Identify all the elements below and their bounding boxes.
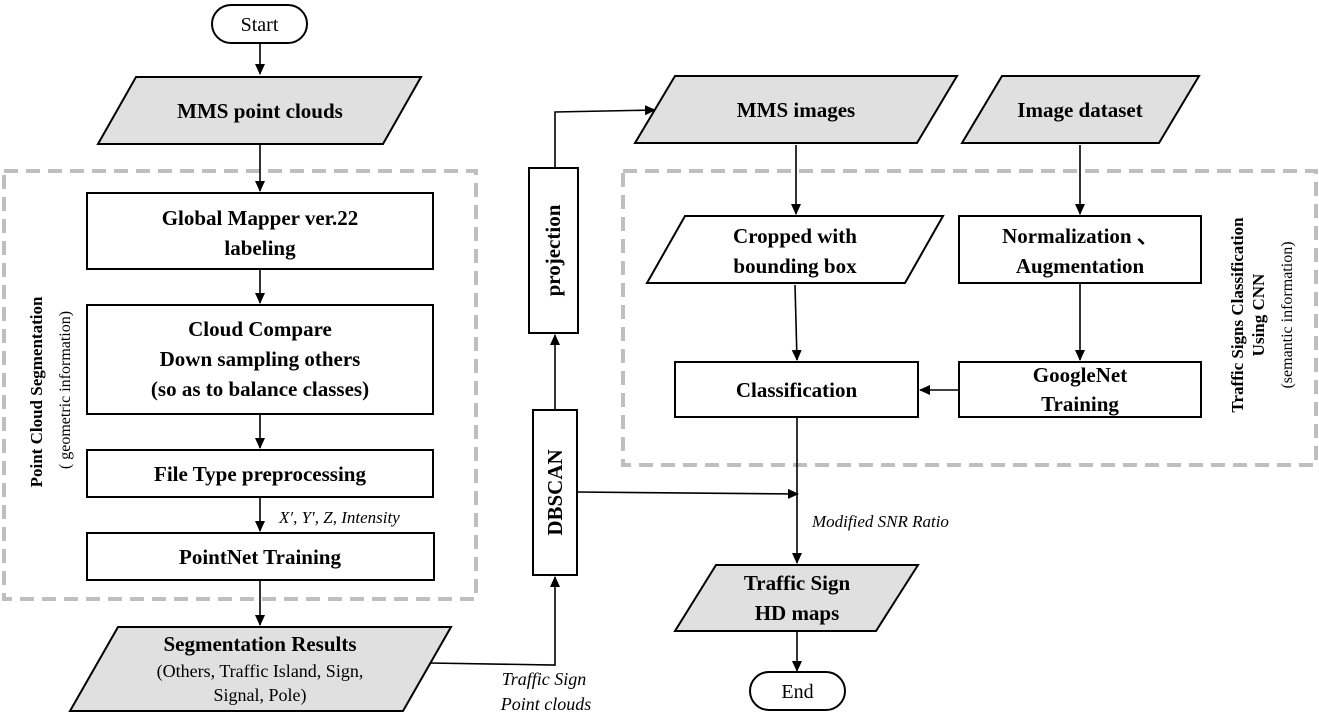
normalization-line2: Augmentation — [1016, 254, 1145, 278]
segmentation-results-line1: (Others, Traffic Island, Sign, — [157, 661, 364, 682]
image-dataset-label: Image dataset — [1017, 98, 1142, 122]
dbscan-node: DBSCAN — [532, 409, 578, 576]
mms-images-label: MMS images — [737, 98, 855, 122]
right-group-title-line1: Traffic Signs Classification — [1228, 217, 1247, 413]
global-mapper-node: Global Mapper ver.22 labeling — [86, 192, 434, 270]
dbscan-label: DBSCAN — [543, 449, 567, 535]
segmentation-results-line2: Signal, Pole) — [214, 685, 307, 706]
segmentation-results-node: Segmentation Results (Others, Traffic Is… — [68, 626, 453, 712]
normalization-node: Normalization 、 Augmentation — [958, 215, 1202, 284]
features-edge-label: X′, Y′, Z, Intensity — [278, 508, 400, 527]
right-group-subtitle: (semantic information) — [1279, 241, 1296, 388]
projection-label: projection — [541, 204, 565, 296]
global-mapper-line2: labeling — [224, 236, 296, 260]
googlenet-line1: GoogleNet — [1033, 363, 1127, 387]
cloud-compare-node: Cloud Compare Down sampling others (so a… — [86, 304, 434, 415]
traffic-sign-points-label-line1: Traffic Sign — [502, 669, 587, 689]
right-group-title-line2: Using CNN — [1249, 273, 1268, 356]
traffic-sign-hd-line1: Traffic Sign — [744, 571, 851, 595]
end-label: End — [781, 681, 813, 703]
point-cloud-segmentation-group — [2, 169, 478, 601]
file-type-label: File Type preprocessing — [154, 462, 366, 486]
edge-cropped-to-classification — [791, 284, 802, 361]
traffic-sign-points-label-line2: Point clouds — [500, 694, 592, 714]
classification-node: Classification — [674, 361, 919, 418]
cloud-compare-line3: (so as to balance classes) — [151, 377, 369, 401]
cloud-compare-line2: Down sampling others — [160, 347, 361, 371]
end-node: End — [749, 671, 846, 711]
classification-label: Classification — [736, 378, 858, 402]
normalization-line1: Normalization 、 — [1002, 224, 1158, 248]
cropped-node: Cropped with bounding box — [645, 215, 945, 284]
left-group-subtitle: ( geometric information) — [57, 311, 74, 469]
global-mapper-line1: Global Mapper ver.22 — [162, 206, 359, 230]
cropped-line2: bounding box — [733, 254, 857, 278]
edge-segmentation-to-dbscan — [428, 576, 560, 666]
traffic-sign-hd-line2: HD maps — [755, 601, 840, 625]
cropped-line1: Cropped with — [733, 224, 857, 248]
pointnet-node: PointNet Training — [86, 532, 435, 581]
cloud-compare-line1: Cloud Compare — [188, 317, 332, 341]
googlenet-node: GoogleNet Training — [958, 361, 1202, 418]
traffic-sign-classification-group — [621, 169, 1318, 467]
mms-images-node: MMS images — [633, 75, 959, 144]
mms-point-clouds-label: MMS point clouds — [177, 99, 343, 123]
mms-point-clouds-node: MMS point clouds — [96, 76, 423, 145]
snr-edge-label: Modified SNR Ratio — [811, 512, 949, 531]
start-label: Start — [241, 14, 279, 36]
pointnet-label: PointNet Training — [179, 545, 341, 569]
traffic-sign-hd-maps-node: Traffic Sign HD maps — [673, 564, 920, 632]
file-type-node: File Type preprocessing — [86, 449, 434, 498]
segmentation-results-title: Segmentation Results — [163, 632, 356, 656]
image-dataset-node: Image dataset — [960, 75, 1201, 144]
edge-dbscan-to-snr — [576, 488, 799, 499]
edge-projection-to-mms-images — [554, 105, 656, 167]
projection-node: projection — [528, 167, 579, 334]
left-group-title: Point Cloud Segmentation — [27, 296, 46, 487]
googlenet-line2: Training — [1041, 392, 1119, 416]
start-node: Start — [211, 4, 308, 44]
